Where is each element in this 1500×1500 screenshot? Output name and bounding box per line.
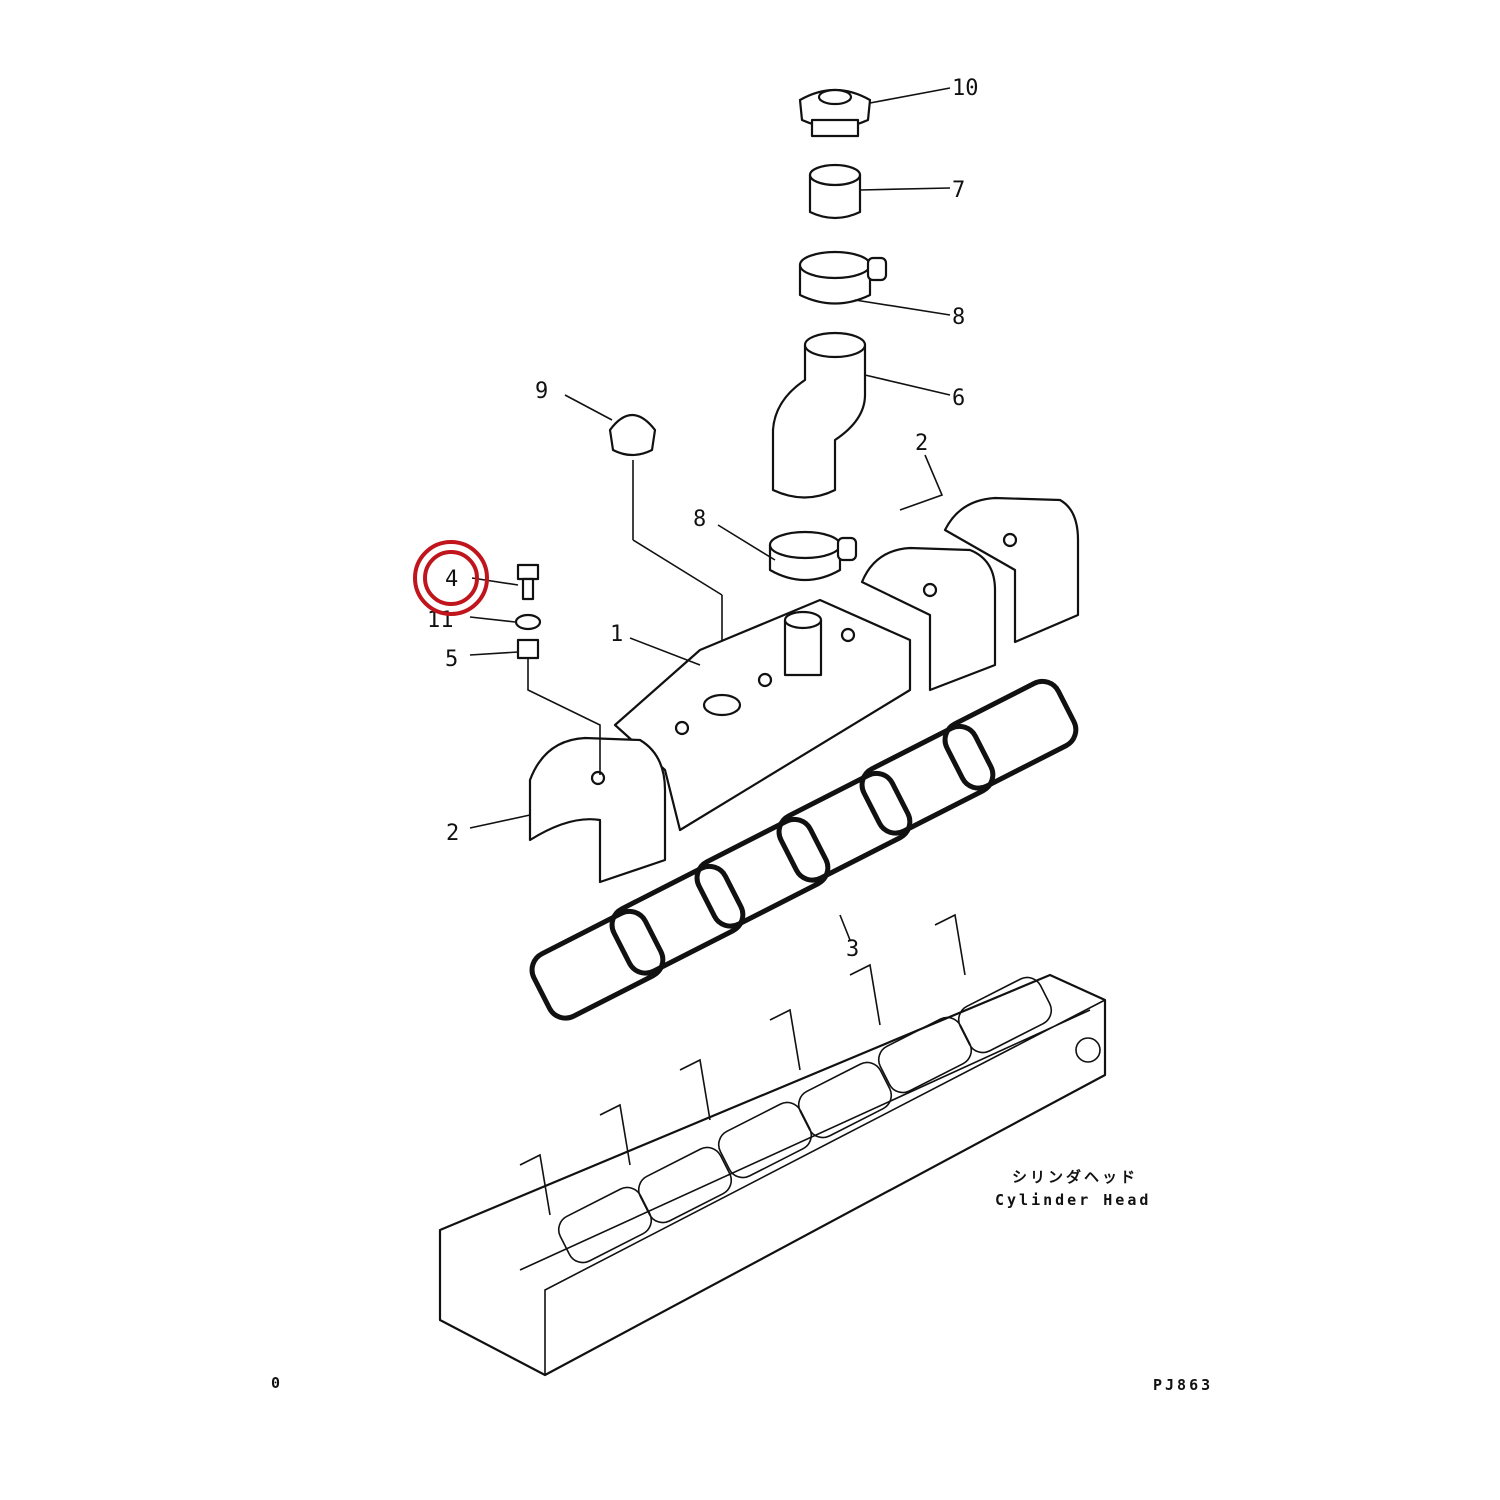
- head-cover: [613, 598, 912, 832]
- callout-2-right: 2: [915, 431, 928, 456]
- gasket: [529, 678, 1079, 1021]
- callout-8-upper: 8: [952, 305, 965, 330]
- callout-4: 4: [445, 567, 458, 592]
- callout-9: 9: [535, 379, 548, 404]
- figure-code: PJ863: [1153, 1376, 1213, 1394]
- sleeve: [808, 163, 862, 220]
- filler-cap: [798, 88, 872, 138]
- plug: [608, 414, 723, 680]
- callout-7: 7: [952, 178, 965, 203]
- cover-right: [860, 496, 1080, 692]
- callout-8-lower: 8: [693, 507, 706, 532]
- callout-3: 3: [846, 937, 859, 962]
- clamp-upper: [798, 250, 888, 305]
- corner-mark: 0: [271, 1374, 283, 1392]
- callout-5: 5: [445, 647, 458, 672]
- callout-6: 6: [952, 386, 965, 411]
- cylinder-head: [438, 913, 1107, 1377]
- caption-english: Cylinder Head: [995, 1191, 1151, 1209]
- caption-japanese: シリンダヘッド: [1012, 1168, 1138, 1186]
- leader-lines: [469, 87, 951, 941]
- cover-left: [528, 736, 667, 884]
- clamp-lower: [768, 530, 858, 581]
- callout-1: 1: [610, 622, 623, 647]
- highlight-circle: [413, 540, 489, 616]
- hose: [771, 331, 867, 499]
- callout-10: 10: [952, 76, 979, 101]
- callout-2-left: 2: [446, 821, 459, 846]
- fasteners: [514, 563, 601, 775]
